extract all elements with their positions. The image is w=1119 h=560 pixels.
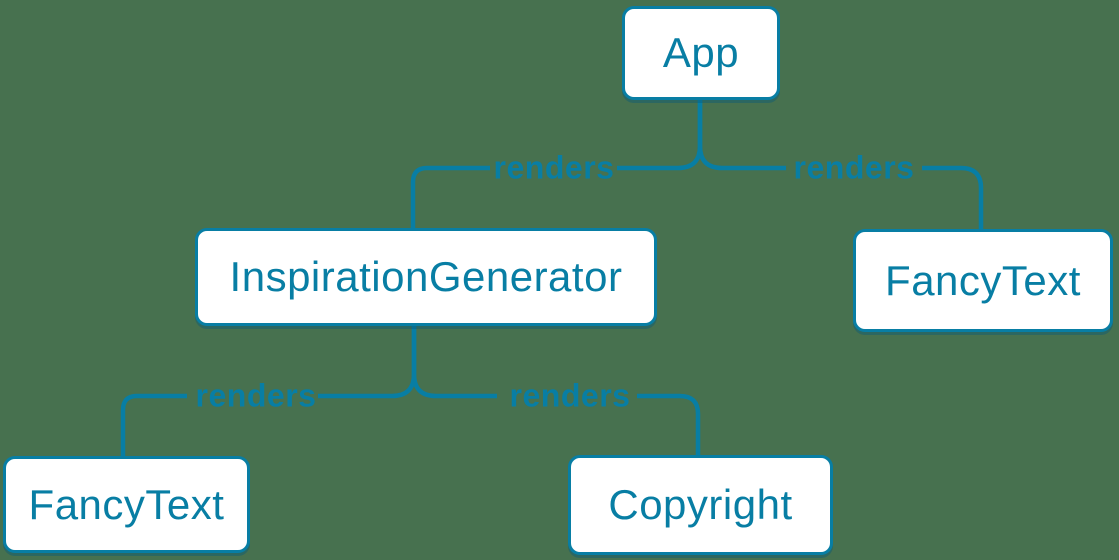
tree-node-copyright-label: Copyright (608, 481, 793, 528)
edge-label-renders-app-fancytext: renders (793, 149, 915, 186)
edge-label-renders-inspirationgenerator-fancytext: renders (195, 377, 317, 414)
tree-node-app: App (622, 6, 780, 100)
edge-label-renders-inspirationgenerator-copyright: renders (509, 377, 631, 414)
tree-node-inspiration-generator: InspirationGenerator (195, 228, 657, 326)
tree-node-inspiration-generator-label: InspirationGenerator (229, 253, 623, 300)
tree-node-fancy-text-right: FancyText (853, 229, 1113, 332)
edge-inspirationgenerator-to-copyright (411, 326, 701, 455)
tree-node-fancy-text-right-label: FancyText (885, 256, 1081, 304)
edge-app-to-fancytext (697, 100, 984, 229)
tree-node-fancy-text-left-label: FancyText (28, 480, 225, 528)
edge-label-renders-app-inspirationgenerator: renders (493, 149, 615, 186)
tree-node-copyright: Copyright (568, 455, 833, 555)
tree-node-app-label: App (662, 29, 740, 76)
tree-node-fancy-text-left: FancyText (3, 456, 250, 553)
